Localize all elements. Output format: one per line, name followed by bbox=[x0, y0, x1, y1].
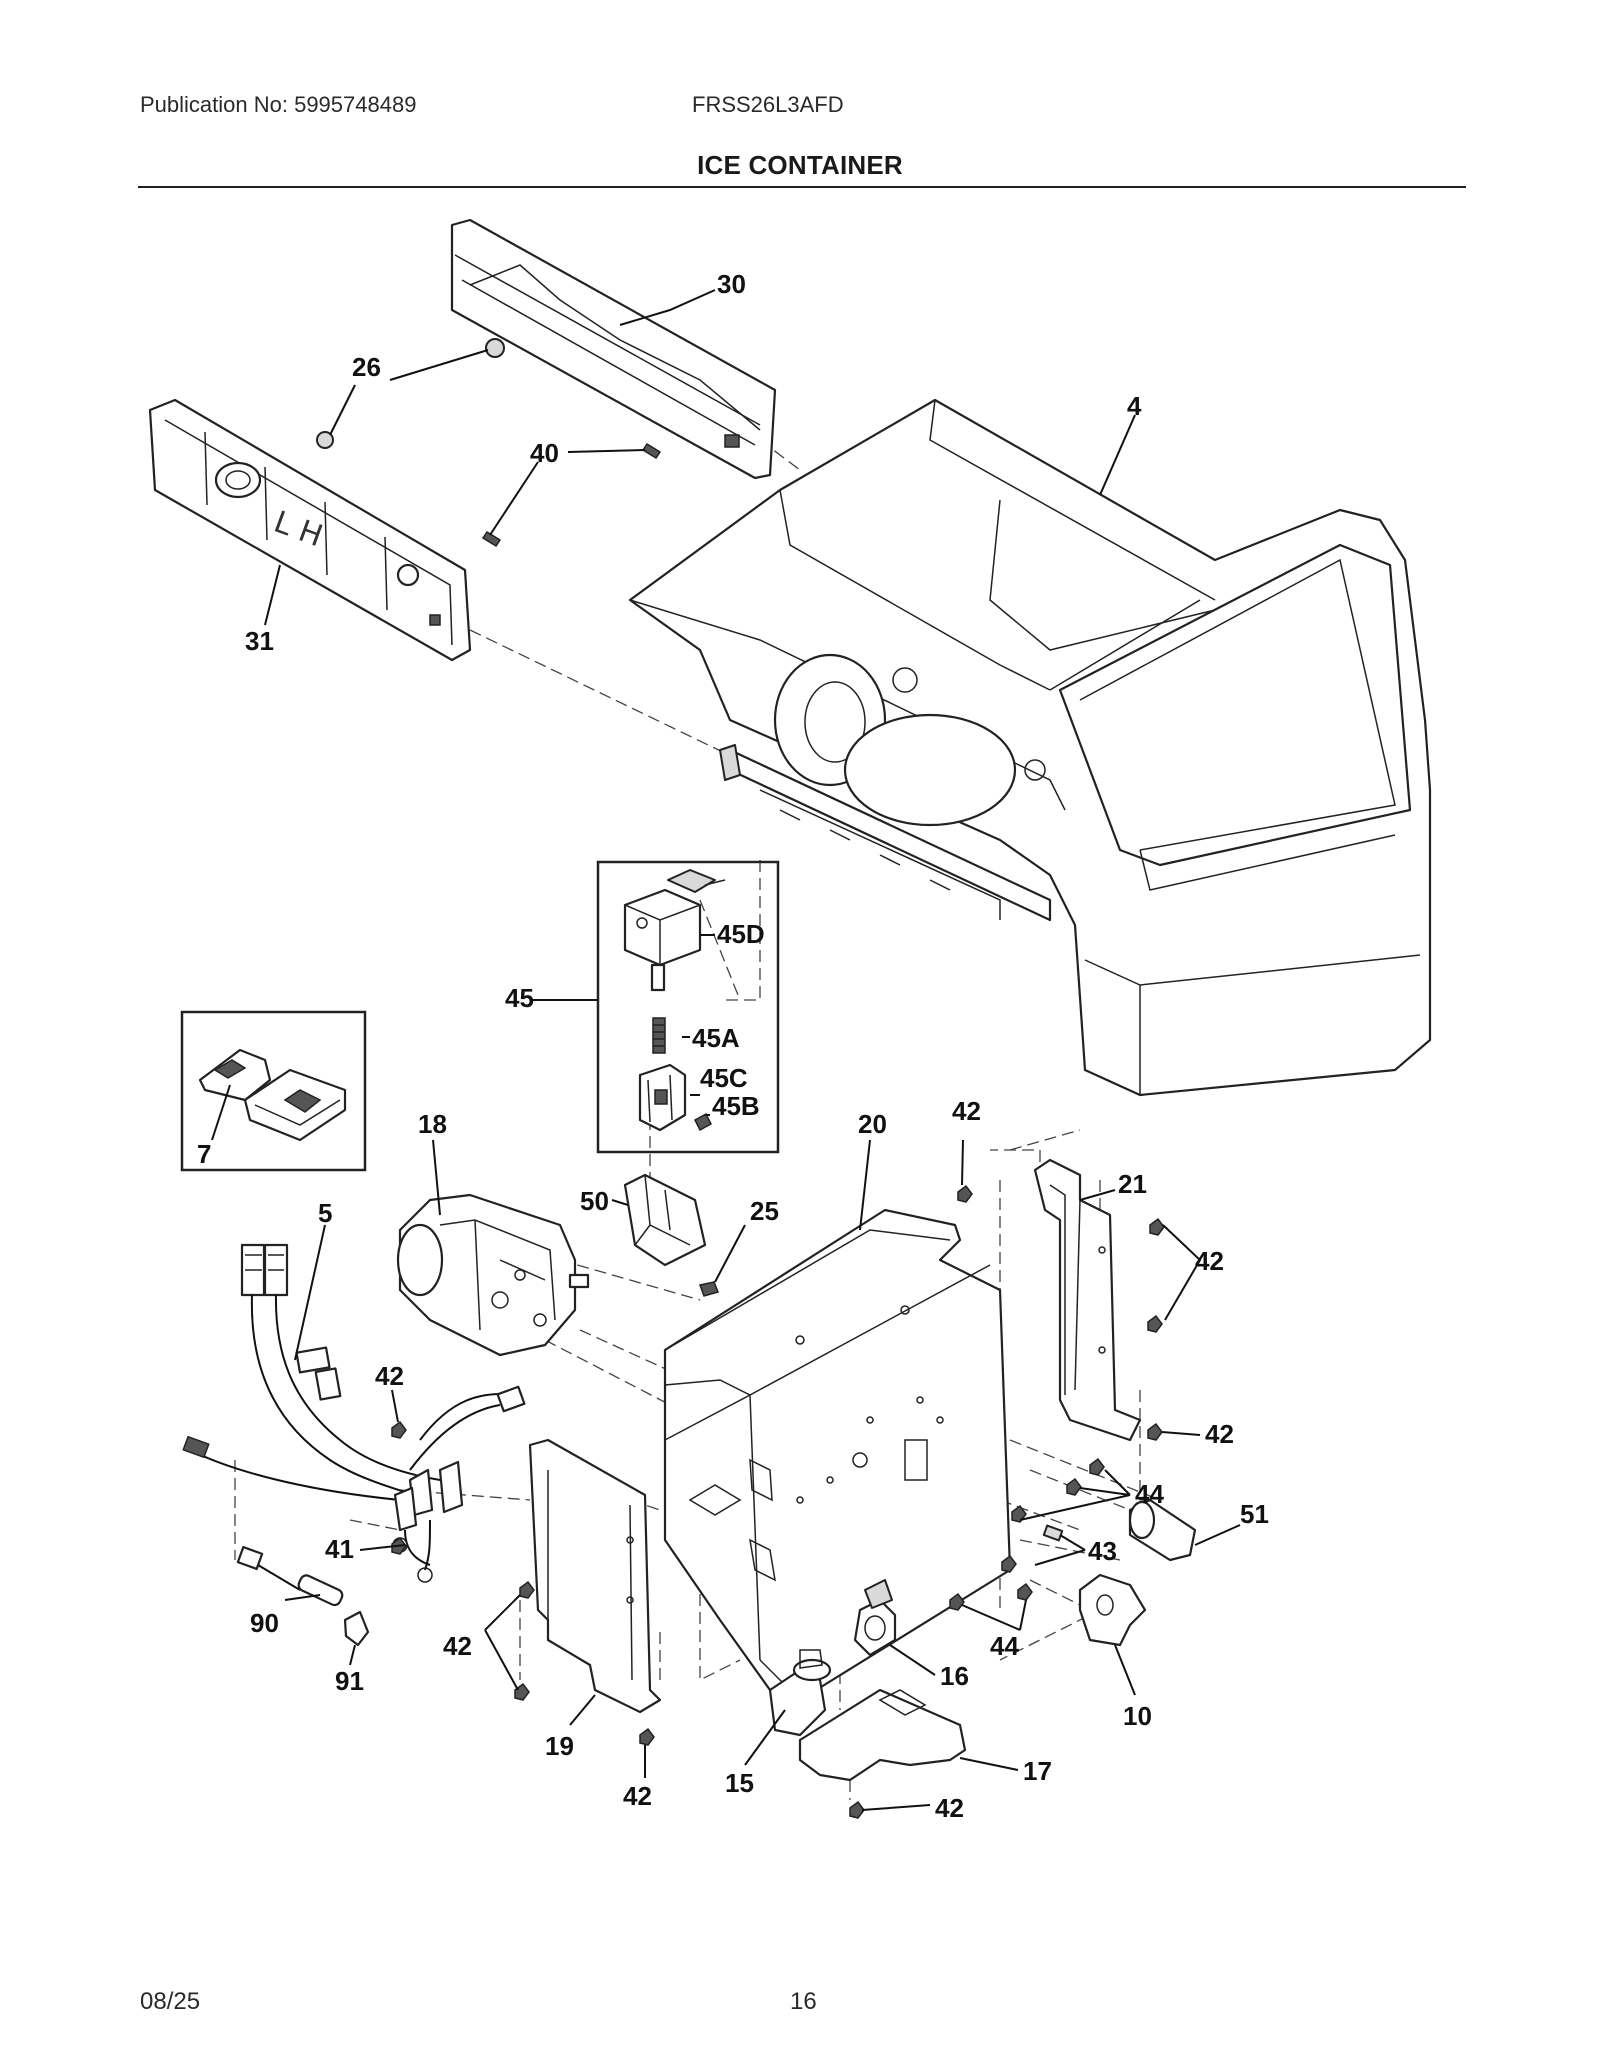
label-50: 50 bbox=[580, 1186, 609, 1216]
label-45d: 45D bbox=[717, 919, 765, 949]
part-51-cap bbox=[1128, 1498, 1197, 1562]
label-43: 43 bbox=[1088, 1536, 1117, 1566]
label-21: 21 bbox=[1118, 1169, 1147, 1199]
screws-42-43-44 bbox=[391, 1184, 1165, 1819]
label-45: 45 bbox=[505, 983, 534, 1013]
label-30: 30 bbox=[717, 269, 746, 299]
label-31: 31 bbox=[245, 626, 274, 656]
label-42-bottom-1: 42 bbox=[623, 1781, 652, 1811]
leader-lines bbox=[211, 289, 1241, 1811]
label-25: 25 bbox=[750, 1196, 779, 1226]
label-44-a: 44 bbox=[1135, 1479, 1164, 1509]
label-45b: 45B bbox=[712, 1091, 760, 1121]
part-16-clamp bbox=[853, 1579, 897, 1657]
label-18: 18 bbox=[418, 1109, 447, 1139]
label-90: 90 bbox=[250, 1608, 279, 1638]
footer-date: 08/25 bbox=[140, 1988, 201, 2015]
part-10-shutter bbox=[1078, 1573, 1147, 1647]
part-20-mounting-plate bbox=[663, 1208, 1012, 1702]
label-15: 15 bbox=[725, 1768, 754, 1798]
label-40: 40 bbox=[530, 438, 559, 468]
label-7: 7 bbox=[197, 1139, 211, 1169]
label-42-right-1: 42 bbox=[1195, 1246, 1224, 1276]
page-number: 16 bbox=[790, 1988, 817, 2015]
part-45-solenoid bbox=[623, 869, 726, 1132]
page-title: ICE CONTAINER bbox=[697, 150, 903, 180]
label-42-right-2: 42 bbox=[1205, 1419, 1234, 1449]
label-44-b: 44 bbox=[990, 1631, 1019, 1661]
label-42-top: 42 bbox=[952, 1096, 981, 1126]
part-31-lh-bracket: L H bbox=[148, 398, 472, 662]
part-21-side-bracket bbox=[1033, 1158, 1142, 1442]
label-41: 41 bbox=[325, 1534, 354, 1564]
part-90-sensor bbox=[236, 1545, 344, 1607]
label-51: 51 bbox=[1240, 1499, 1269, 1529]
label-45a: 45A bbox=[692, 1023, 740, 1053]
part-5-wire-harness bbox=[182, 1243, 526, 1583]
part-30-trim-bar bbox=[450, 218, 777, 480]
label-42-left-2: 42 bbox=[443, 1631, 472, 1661]
part-labels: 30 26 40 4 31 45 45D 45A 45C 45B 7 18 20… bbox=[197, 269, 1269, 1823]
label-16: 16 bbox=[940, 1661, 969, 1691]
part-17-base-plate bbox=[798, 1688, 967, 1782]
label-10: 10 bbox=[1123, 1701, 1152, 1731]
part-50-bracket bbox=[623, 1173, 707, 1267]
label-91: 91 bbox=[335, 1666, 364, 1696]
title-rule bbox=[138, 186, 1466, 188]
label-20: 20 bbox=[858, 1109, 887, 1139]
model-number: FRSS26L3AFD bbox=[692, 92, 844, 117]
part-7-box bbox=[180, 1010, 367, 1172]
label-45c: 45C bbox=[700, 1063, 748, 1093]
label-42-bottom-2: 42 bbox=[935, 1793, 964, 1823]
part-4-ice-container bbox=[628, 398, 1432, 1097]
part-18-auger-motor bbox=[396, 1193, 590, 1357]
label-5: 5 bbox=[318, 1198, 332, 1228]
part-91-clip bbox=[343, 1610, 370, 1647]
label-4: 4 bbox=[1127, 391, 1142, 421]
label-19: 19 bbox=[545, 1731, 574, 1761]
part-7-ferrite-clamp bbox=[198, 1048, 347, 1142]
solenoid-group-box bbox=[596, 860, 780, 1154]
label-42-left-1: 42 bbox=[375, 1361, 404, 1391]
part-19-left-bracket bbox=[528, 1438, 662, 1714]
label-17: 17 bbox=[1023, 1756, 1052, 1786]
part-15-coupler bbox=[768, 1649, 832, 1737]
publication-number: Publication No: 5995748489 bbox=[140, 92, 417, 117]
label-26: 26 bbox=[352, 352, 381, 382]
screws-26-40 bbox=[316, 338, 662, 548]
part-25-screw bbox=[699, 1281, 720, 1297]
